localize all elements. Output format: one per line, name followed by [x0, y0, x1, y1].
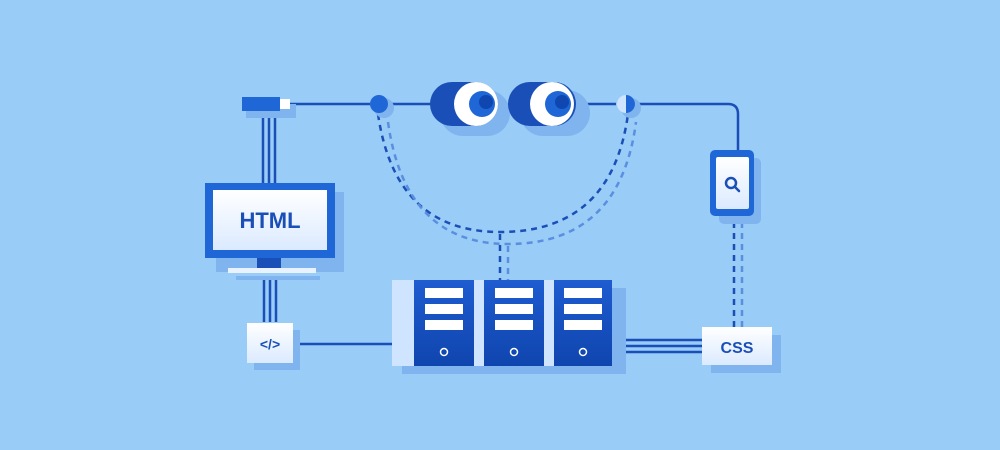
server-unit-1 — [392, 280, 474, 366]
eyes-icon — [430, 82, 590, 136]
monitor-icon — [205, 183, 344, 280]
dashed-arc — [376, 113, 630, 234]
right-node — [617, 95, 641, 118]
server-unit-3 — [544, 280, 612, 366]
server-unit-2 — [474, 280, 544, 366]
code-tag-icon: </> — [260, 336, 280, 352]
top-line-right — [636, 102, 740, 155]
left-node — [370, 95, 394, 118]
dashed-arc-shadow — [386, 121, 638, 246]
code-tag-box — [247, 323, 300, 370]
css-tag-box — [702, 327, 781, 373]
dashed-lines — [376, 113, 744, 328]
phone-device — [710, 150, 761, 224]
css-tag-label: CSS — [721, 340, 754, 357]
right-eye — [508, 82, 576, 126]
server-rack-icon — [392, 280, 626, 374]
monitor-label: HTML — [239, 208, 300, 233]
search-icon — [724, 176, 741, 193]
left-eye — [430, 82, 498, 126]
usb-plug-icon — [242, 97, 296, 118]
connection-lines — [261, 102, 740, 354]
